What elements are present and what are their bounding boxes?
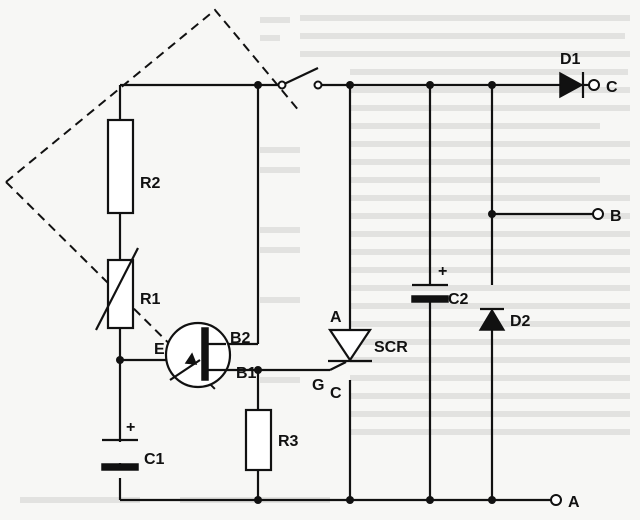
potentiometer-arrow (95, 247, 139, 331)
resistor-r3 (244, 408, 273, 472)
label-terminal-b: B (610, 208, 622, 225)
label-scr-gate: G (312, 377, 324, 394)
wires (118, 67, 594, 502)
switch-contact-left (277, 80, 287, 90)
label-r3: R3 (278, 433, 299, 450)
label-r2: R2 (140, 175, 161, 192)
label-c2-plus: + (438, 263, 447, 280)
terminal-a (550, 494, 562, 506)
ganged-link-dashed (5, 8, 301, 183)
scr-thyristor (327, 328, 373, 371)
resistor-r2 (106, 118, 135, 215)
label-d1: D1 (560, 51, 581, 68)
potentiometer-r1 (106, 258, 135, 330)
capacitor-c2-plate-bottom (411, 295, 449, 303)
terminal-c (588, 79, 600, 91)
label-scr-anode: A (330, 309, 342, 326)
ujt-transistor (164, 321, 232, 389)
switch-lever (281, 67, 319, 86)
switch-contact-right (313, 80, 323, 90)
label-c2: C2 (448, 291, 469, 308)
capacitor-c1-plate-bottom (101, 463, 139, 471)
label-r1: R1 (140, 291, 161, 308)
junction-dots (116, 81, 496, 504)
label-scr: SCR (374, 339, 408, 356)
label-terminal-a: A (568, 494, 580, 511)
label-ujt-b1: B1 (236, 365, 257, 382)
label-scr-cathode: C (330, 385, 342, 402)
terminal-b (592, 208, 604, 220)
diode-d2 (478, 307, 506, 331)
label-terminal-c: C (606, 79, 618, 96)
label-c1: C1 (144, 451, 165, 468)
label-c1-plus: + (126, 419, 135, 436)
diode-d1 (559, 71, 585, 99)
label-ujt-e: E (154, 341, 165, 358)
label-d2: D2 (510, 313, 531, 330)
label-ujt-b2: B2 (230, 330, 251, 347)
